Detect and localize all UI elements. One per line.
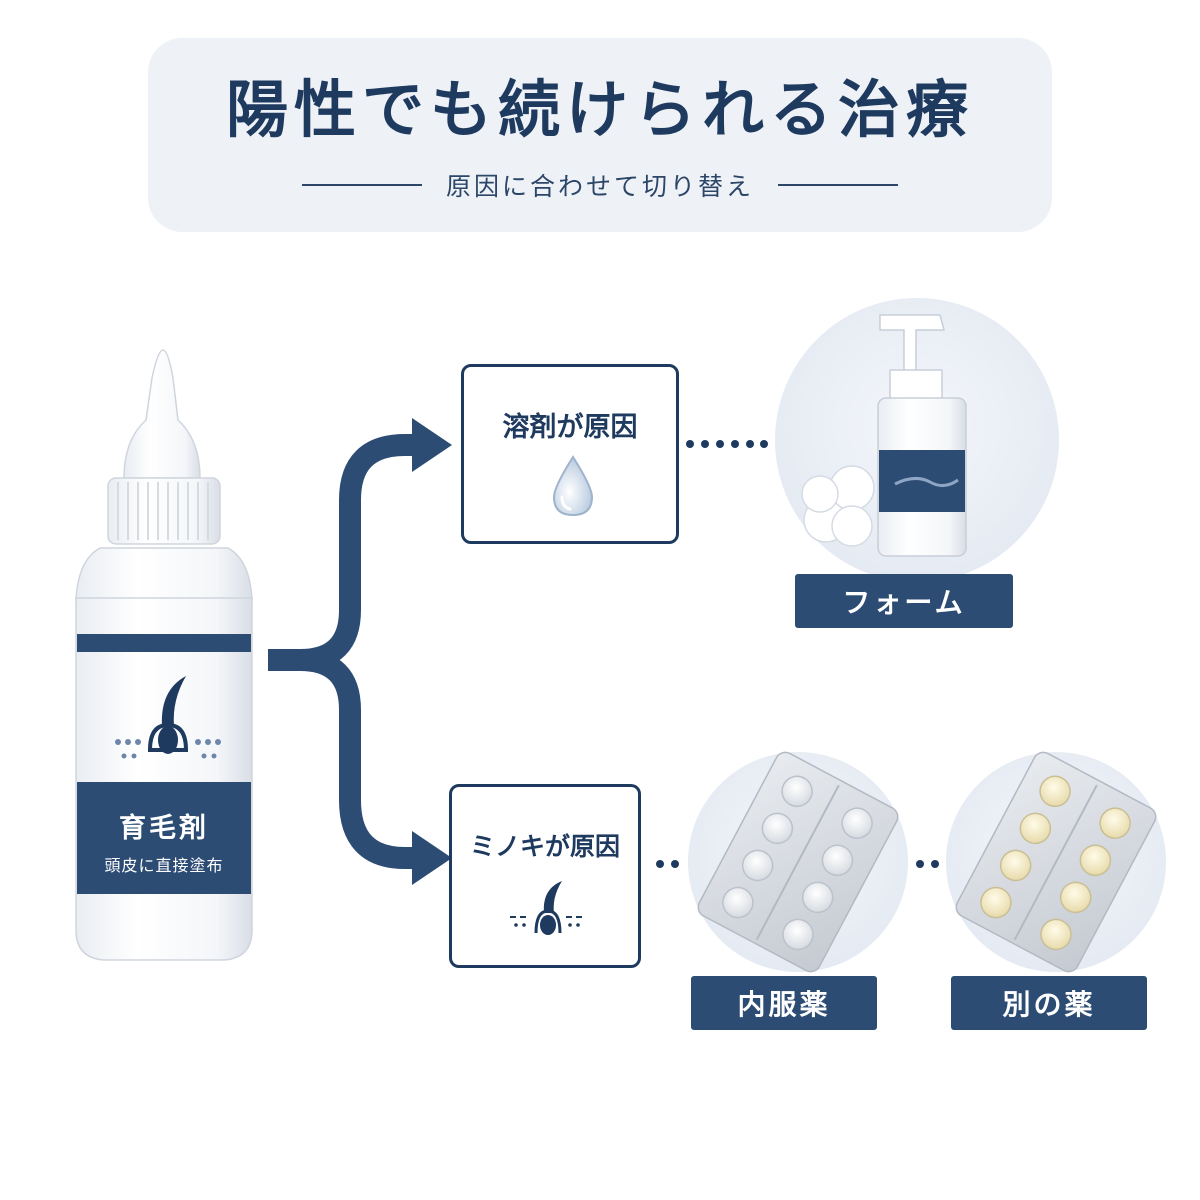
page-subtitle: 原因に合わせて切り替え: [445, 172, 754, 201]
alternative-label-other: 別の薬: [951, 976, 1147, 1030]
foam-pump-bottle-icon: [775, 298, 1059, 582]
product-description: 頭皮に直接塗布: [104, 856, 224, 875]
dotted-connector-bottom-2: [916, 860, 939, 868]
hair-follicle-icon: [510, 881, 582, 935]
cause-box-solvent: 溶剤が原因: [461, 364, 679, 544]
alternative-label-foam: フォーム: [795, 574, 1013, 628]
subtitle-divider-right: [778, 184, 898, 186]
arrow-head-top: [412, 418, 452, 472]
subtitle-row: 原因に合わせて切り替え: [0, 165, 1200, 205]
subtitle-divider-left: [301, 184, 422, 186]
cause-label-solvent: 溶剤が原因: [502, 412, 638, 443]
dotted-connector-bottom-1: [656, 860, 679, 868]
cause-label-minoxidil: ミノキが原因: [469, 832, 620, 861]
water-drop-icon: [552, 455, 594, 517]
arrow-head-bottom: [412, 831, 452, 885]
header-panel: [148, 38, 1052, 232]
branch-arrows: [268, 434, 420, 869]
white-pill-blister-icon: [688, 751, 908, 973]
dotted-connector-top: [686, 440, 768, 448]
hair-tonic-bottle-icon: [75, 349, 253, 961]
product-name: 育毛剤: [119, 813, 209, 844]
page-title: 陽性でも続けられる治療: [225, 73, 974, 146]
cream-pill-blister-icon: [946, 751, 1166, 973]
hair-follicle-icon: [115, 676, 221, 759]
alternative-label-oral: 内服薬: [691, 976, 877, 1030]
cause-box-minoxidil: ミノキが原因: [449, 784, 641, 968]
